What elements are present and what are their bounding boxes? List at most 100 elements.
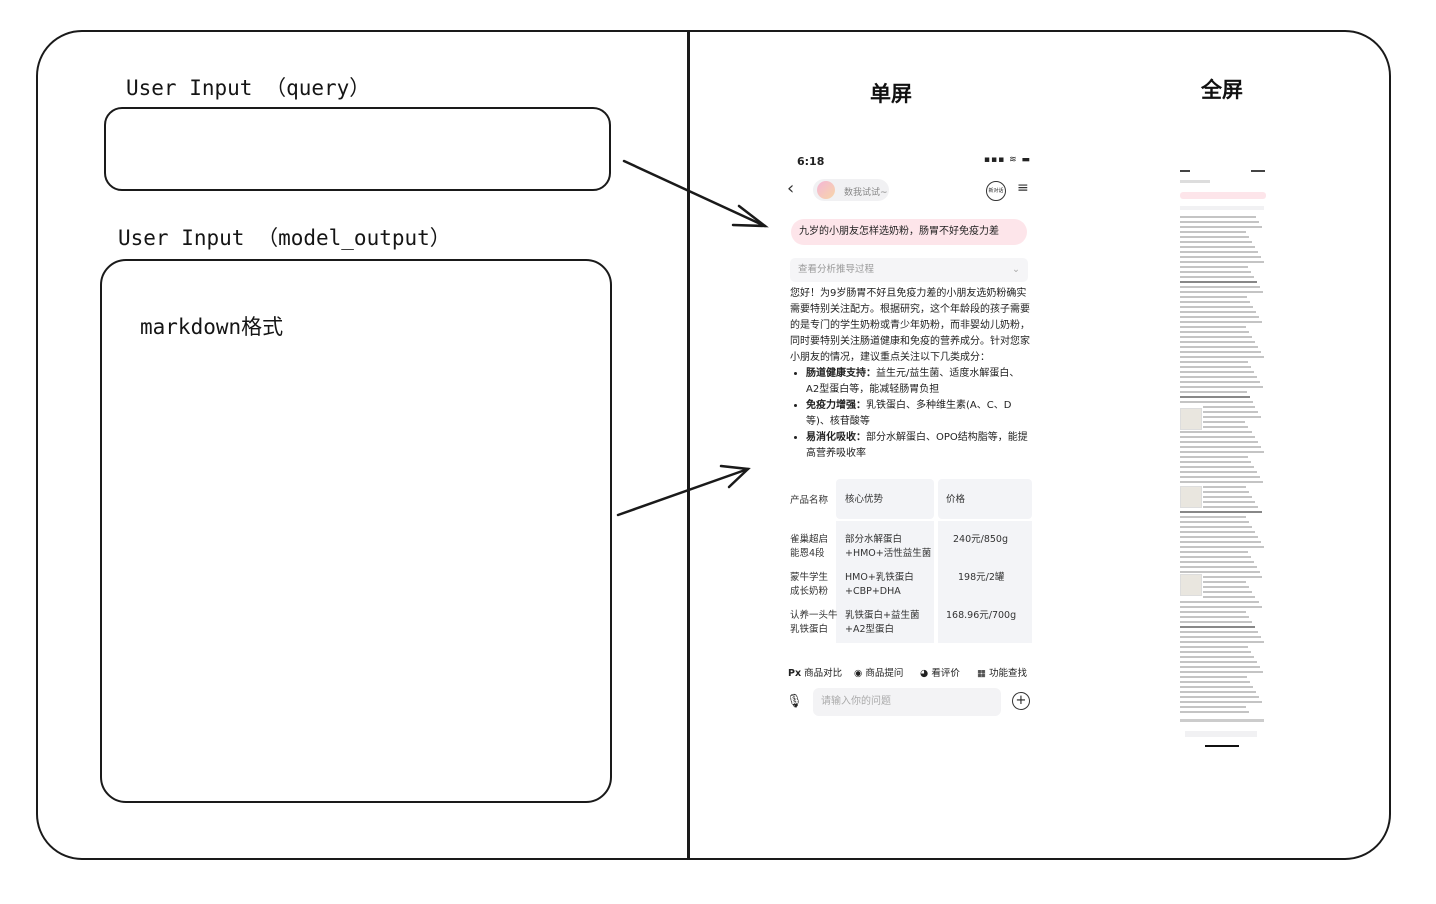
- quick-tools: Px 商品对比 ◉ 商品提问 ◕ 看评价 ▦ 功能查找: [783, 662, 1039, 684]
- mini-text-line: [1180, 241, 1252, 243]
- table-header: 价格: [946, 494, 966, 505]
- mini-text-line: [1180, 286, 1260, 288]
- mini-text-line: [1203, 411, 1258, 413]
- markdown-format-text: markdown格式: [140, 315, 284, 339]
- mini-text-line: [1180, 256, 1261, 258]
- answer-bullets: 肠道健康支持：益生元/益生菌、适度水解蛋白、A2型蛋白等，能减轻肠胃负担 免疫力…: [790, 366, 1032, 462]
- table-cell: 乳铁蛋白+益生菌+A2型蛋白: [845, 610, 920, 635]
- mini-text-line: [1203, 576, 1262, 578]
- bullet-item: 易消化吸收：部分水解蛋白、OPO结构脂等，能提高营养吸收率: [806, 430, 1032, 462]
- ask-product-button[interactable]: ◉ 商品提问: [854, 665, 903, 679]
- mini-text-line: [1180, 536, 1258, 538]
- mini-home-indicator: [1205, 745, 1239, 747]
- mini-text-line: [1180, 681, 1250, 683]
- tool-label: 功能查找: [989, 668, 1028, 679]
- mini-text-line: [1180, 546, 1264, 548]
- question-input[interactable]: 请输入你的问题: [813, 688, 1001, 716]
- mini-text-line: [1180, 521, 1249, 523]
- agent-avatar: [817, 181, 835, 199]
- mini-text-line: [1180, 616, 1249, 618]
- mini-text-line: [1180, 636, 1261, 638]
- mini-text-line: [1180, 701, 1262, 703]
- mini-toolbar: [1180, 719, 1264, 722]
- tool-label: 商品提问: [865, 668, 904, 679]
- microphone-icon[interactable]: 🎙: [786, 694, 803, 709]
- mini-text-line: [1180, 471, 1257, 473]
- bullet-bold: 肠道健康支持：: [806, 368, 876, 379]
- bullet-text: 部分水解蛋白、OPO结构脂等，能提高营养吸收率: [806, 432, 1028, 459]
- menu-icon[interactable]: ≡: [1017, 180, 1029, 196]
- output-arrow: [616, 467, 750, 517]
- mini-text-line: [1180, 371, 1254, 373]
- full-screen-title: 全屏: [1201, 78, 1243, 102]
- plus-icon[interactable]: +: [1012, 692, 1030, 710]
- mini-text-line: [1180, 226, 1262, 228]
- new-chat-icon[interactable]: 新对话: [986, 181, 1006, 201]
- mini-text-line: [1180, 291, 1263, 293]
- reviews-button[interactable]: ◕ 看评价: [920, 665, 960, 679]
- status-icons: ▪▪▪ ≋ ▬: [983, 155, 1031, 165]
- mini-text-line: [1180, 361, 1248, 363]
- answer-text: 您好！为9岁肠胃不好且免疫力差的小朋友选奶粉确实需要特别关注配方。根据研究，这个…: [790, 286, 1032, 462]
- mini-text-line: [1203, 426, 1248, 428]
- mini-text-line: [1180, 436, 1255, 438]
- feature-search-button[interactable]: ▦ 功能查找: [977, 665, 1027, 679]
- mini-text-line: [1180, 646, 1248, 648]
- mini-text-line: [1180, 531, 1255, 533]
- mini-text-line: [1180, 571, 1260, 573]
- bullet-text: 乳铁蛋白、多种维生素(A、C、D等)、核苷酸等: [806, 400, 1012, 427]
- reasoning-toggle[interactable]: 查看分析推导过程 ⌄: [790, 258, 1028, 282]
- mini-text-line: [1180, 306, 1253, 308]
- mini-text-line: [1180, 376, 1257, 378]
- table-cell: 240元/850g: [953, 534, 1008, 545]
- mini-text-line: [1180, 311, 1256, 313]
- compare-icon: Px: [788, 668, 802, 679]
- mini-text-line: [1180, 621, 1252, 623]
- mini-text-line: [1180, 601, 1259, 603]
- mini-text-line: [1180, 336, 1252, 338]
- mini-status-icons: [1251, 170, 1265, 172]
- mini-text-line: [1180, 316, 1259, 318]
- mini-text-line: [1180, 381, 1260, 383]
- mini-text-line: [1180, 321, 1262, 323]
- answer-intro: 您好！为9岁肠胃不好且免疫力差的小朋友选奶粉确实需要特别关注配方。根据研究，这个…: [790, 288, 1030, 363]
- back-icon[interactable]: ‹: [787, 178, 795, 199]
- mini-text-line: [1180, 671, 1263, 673]
- mini-text-line: [1180, 691, 1256, 693]
- table-cell: 168.96元/700g: [946, 610, 1017, 621]
- mini-text-line: [1180, 331, 1249, 333]
- mini-text-line: [1180, 296, 1247, 298]
- query-input-box[interactable]: [104, 107, 611, 191]
- reasoning-label: 查看分析推导过程: [798, 264, 875, 275]
- mini-text-line: [1180, 246, 1255, 248]
- compare-button[interactable]: Px 商品对比: [788, 665, 842, 679]
- table-header: 核心优势: [845, 494, 884, 505]
- bullet-item: 肠道健康支持：益生元/益生菌、适度水解蛋白、A2型蛋白等，能减轻肠胃负担: [806, 366, 1032, 398]
- mini-text-line: [1203, 491, 1249, 493]
- mini-text-line: [1180, 516, 1246, 518]
- mini-text-line: [1180, 431, 1252, 433]
- query-arrowhead: [731, 204, 769, 228]
- mini-product-image: [1180, 574, 1202, 596]
- mini-text-line: [1203, 586, 1249, 588]
- canvas-frame: [36, 30, 1391, 860]
- model-output-box[interactable]: markdown格式: [100, 259, 612, 803]
- mini-text-line: [1180, 266, 1248, 268]
- mini-text-line: [1180, 251, 1258, 253]
- mini-text-line: [1180, 476, 1260, 478]
- mini-text-line: [1180, 686, 1253, 688]
- table-column-bg: [938, 521, 1032, 643]
- mini-text-line: [1180, 676, 1247, 678]
- mini-query-bubble: [1180, 192, 1266, 199]
- mini-text-line: [1180, 341, 1255, 343]
- mini-text-line: [1180, 651, 1251, 653]
- table-header-bg: [836, 479, 934, 519]
- mini-text-line: [1180, 351, 1261, 353]
- mini-text-line: [1180, 631, 1258, 633]
- mini-text-line: [1180, 356, 1264, 358]
- mini-nav-bar: [1180, 180, 1210, 183]
- mini-text-line: [1180, 281, 1257, 283]
- table-cell: HMO+乳铁蛋白+CBP+DHA: [845, 572, 914, 597]
- mini-text-line: [1203, 501, 1255, 503]
